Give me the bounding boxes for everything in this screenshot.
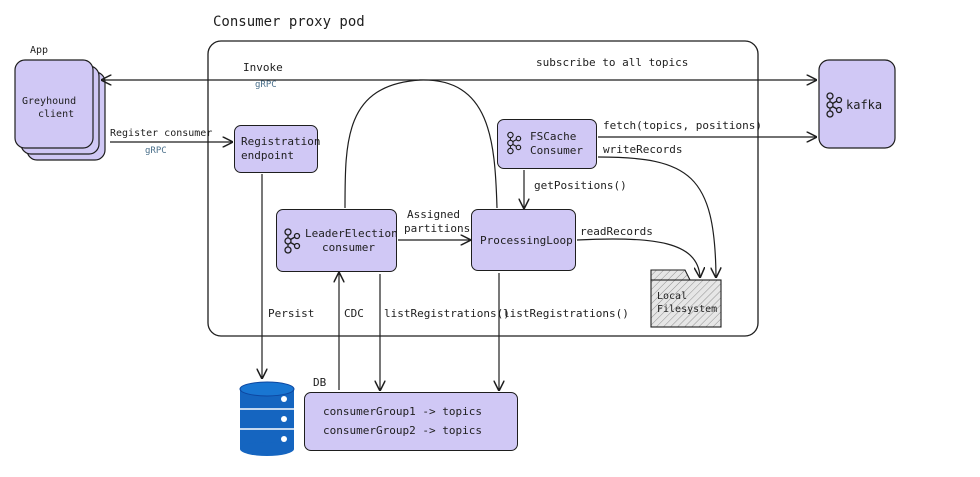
pod-title: Consumer proxy pod (213, 14, 365, 30)
kafka-logo-icon (506, 131, 522, 159)
register-consumer-label: Register consumer (110, 128, 213, 139)
pod-container (207, 40, 759, 337)
local-filesystem-label-line2: Filesystem (657, 304, 718, 315)
local-filesystem-label-line1: Local (657, 291, 688, 302)
fscache-label-line2: Consumer (530, 144, 583, 157)
register-grpc-label: gRPC (145, 146, 167, 156)
db-row-consumer-group-2: consumerGroup2 -> topics (323, 424, 482, 437)
invoke-label: Invoke (243, 61, 283, 74)
list-registrations-label-1: listRegistrations() (384, 307, 510, 320)
subscribe-label: subscribe to all topics (536, 56, 689, 69)
kafka-logo-icon (283, 228, 301, 258)
greyhound-client-label-line1: Greyhound (22, 96, 77, 107)
leader-election-label-line2: consumer (322, 241, 375, 254)
leader-election-label-line1: LeaderElection (305, 227, 398, 240)
folder-icon (650, 269, 722, 328)
read-records-arrow (576, 238, 700, 277)
kafka-logo-icon (825, 92, 843, 122)
fscache-label-line1: FSCache (530, 130, 577, 143)
processing-loop-box: ProcessingLoop (471, 209, 576, 271)
read-records-label: readRecords (580, 225, 653, 238)
kafka-label: kafka (846, 98, 883, 112)
db-label: DB (313, 376, 327, 389)
registration-endpoint-label-line1: Registration (241, 135, 321, 148)
fetch-label: fetch(topics, positions) (603, 119, 762, 132)
leader-election-consumer-box: LeaderElection consumer (276, 209, 398, 272)
write-records-arrow (597, 156, 716, 277)
registration-endpoint-label-line2: endpoint (241, 149, 294, 162)
registration-endpoint-box: Registration endpoint (234, 125, 321, 173)
assigned-partitions-label-line1: Assigned (407, 208, 460, 221)
cdc-label: CDC (344, 307, 364, 320)
greyhound-client-stack (14, 59, 106, 161)
assigned-partitions-label-line2: partitions (404, 222, 471, 235)
app-label: App (30, 45, 49, 56)
fscache-consumer-box: FSCache Consumer (497, 119, 597, 169)
processing-loop-label: ProcessingLoop (480, 234, 573, 247)
persist-label: Persist (268, 307, 315, 320)
leader-to-processing-arc (344, 79, 498, 209)
greyhound-client-label-line2: client (38, 109, 75, 120)
invoke-grpc-label: gRPC (255, 80, 277, 90)
database-cylinder-icon (239, 381, 295, 456)
db-registrations-table: consumerGroup1 -> topics consumerGroup2 … (304, 392, 518, 451)
list-registrations-label-2: listRegistrations() (503, 307, 629, 320)
write-records-label: writeRecords (603, 143, 683, 156)
kafka-box (818, 59, 896, 149)
get-positions-label: getPositions() (534, 179, 627, 192)
db-row-consumer-group-1: consumerGroup1 -> topics (323, 405, 482, 418)
